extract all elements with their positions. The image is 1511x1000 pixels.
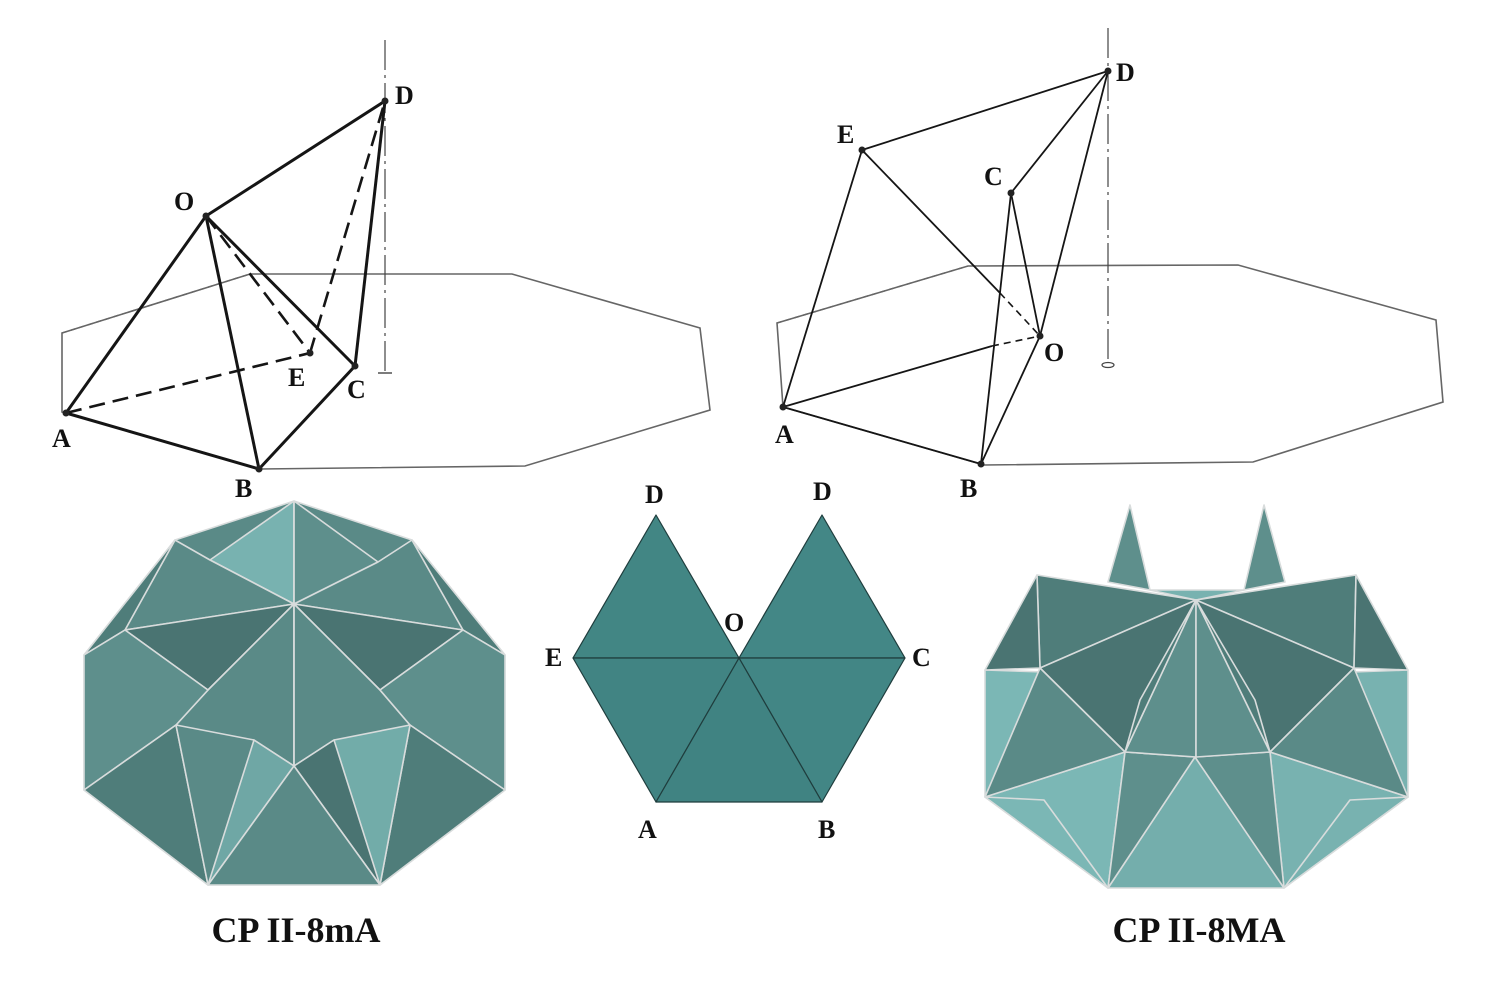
left-edge-OC bbox=[204, 214, 357, 368]
net-label-D-right: D bbox=[813, 477, 832, 506]
right-octagon-outline bbox=[776, 264, 1444, 466]
left-edge-AE bbox=[65, 351, 311, 415]
left-edge-OD bbox=[205, 99, 386, 218]
right-label-E: E bbox=[837, 120, 854, 149]
net-triangle-EDO bbox=[572, 514, 740, 659]
right-edge-ED bbox=[861, 70, 1109, 151]
left-edge-AB bbox=[65, 411, 260, 471]
left-label-B: B bbox=[235, 474, 252, 503]
right-edge-CB bbox=[980, 192, 1012, 465]
polyhedron-8MA bbox=[984, 504, 1409, 889]
left-edge-OA bbox=[64, 215, 208, 414]
right-edge-EO-hidden bbox=[999, 292, 1041, 337]
net-label-E: E bbox=[545, 643, 562, 672]
right-edge-EA bbox=[782, 149, 863, 408]
right-point-A bbox=[779, 403, 787, 411]
right-label-C: C bbox=[984, 162, 1003, 191]
net-label-D-left: D bbox=[645, 480, 664, 509]
left-point-O bbox=[202, 212, 210, 220]
left-point-E bbox=[306, 349, 314, 357]
left-point-D bbox=[381, 97, 389, 105]
right-label-D: D bbox=[1116, 58, 1135, 87]
caption-left: CP II-8mA bbox=[212, 910, 381, 950]
left-edge-ED bbox=[308, 100, 387, 354]
right-label-B: B bbox=[960, 474, 977, 503]
left-octagon-hidden-edge bbox=[61, 273, 251, 334]
right-point-O bbox=[1036, 332, 1044, 340]
right-edge-CO bbox=[1010, 192, 1041, 337]
right-label-A: A bbox=[775, 420, 794, 449]
net-label-C: C bbox=[912, 643, 931, 672]
right-point-D bbox=[1104, 67, 1112, 75]
right-edge-OB bbox=[980, 335, 1041, 465]
net-diagram: D D O E C A B bbox=[545, 477, 931, 844]
net-triangle-ODC bbox=[738, 514, 906, 659]
right-edge-DO bbox=[1039, 70, 1109, 337]
left-edge-CD bbox=[353, 100, 387, 367]
left-label-A: A bbox=[52, 424, 71, 453]
right-point-C bbox=[1007, 189, 1015, 197]
right-edge-CD bbox=[1010, 70, 1109, 194]
left-point-A bbox=[62, 409, 70, 417]
right-edge-AO-hidden bbox=[991, 335, 1041, 347]
left-label-E: E bbox=[288, 363, 305, 392]
left-edge-BC bbox=[257, 364, 357, 471]
right-point-B bbox=[977, 460, 985, 468]
left-construction-diagram: D O A B C E bbox=[52, 40, 711, 503]
right-edge-AB bbox=[782, 406, 982, 465]
left-label-C: C bbox=[347, 375, 366, 404]
polyhedron-8mA bbox=[83, 500, 506, 886]
right-point-E bbox=[858, 146, 866, 154]
net-label-O: O bbox=[724, 608, 744, 637]
caption-right: CP II-8MA bbox=[1113, 910, 1286, 950]
right-octagon-hidden-edge bbox=[776, 265, 969, 324]
right-edge-EO bbox=[861, 149, 1001, 294]
left-edge-OE bbox=[204, 215, 312, 354]
left-point-C bbox=[351, 362, 359, 370]
left-edge-OB bbox=[204, 215, 261, 470]
right-label-O: O bbox=[1044, 338, 1064, 367]
left-point-B bbox=[255, 465, 263, 473]
net-triangle-AOB bbox=[655, 657, 823, 803]
left-label-D: D bbox=[395, 81, 414, 110]
net-label-B: B bbox=[818, 815, 835, 844]
left-label-O: O bbox=[174, 187, 194, 216]
right-construction-diagram: D E C O A B bbox=[775, 28, 1444, 503]
net-label-A: A bbox=[638, 815, 657, 844]
right-edge-AO bbox=[782, 345, 993, 408]
